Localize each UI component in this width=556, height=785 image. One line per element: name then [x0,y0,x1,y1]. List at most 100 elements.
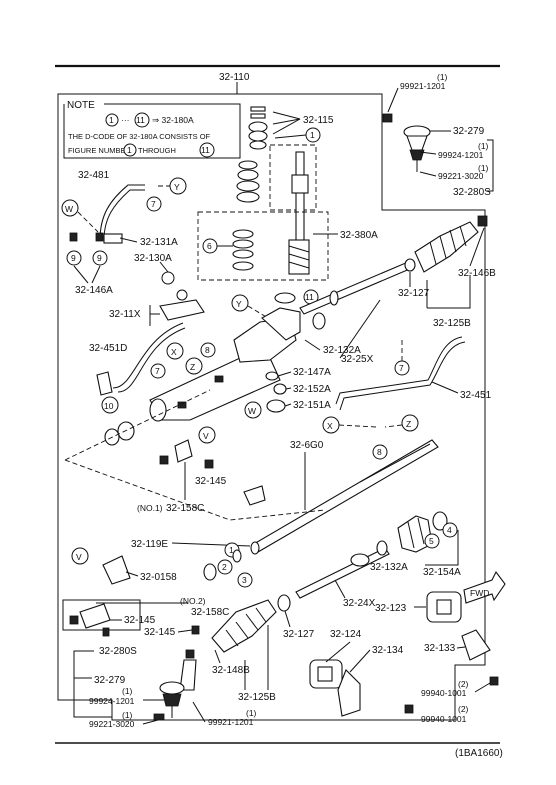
diagram-code: (1BA1660) [455,748,503,759]
fwd-arrow: FWD [463,570,506,604]
part-number-label: ⇒ 32-180A [152,115,194,125]
part-number-label: 32-146A [75,285,113,296]
part-number-label: 32-124 [330,629,362,640]
part-number-label: 32-119E [131,539,168,550]
part-number-label: 32-158C [166,503,204,514]
part-number-label: 99940-1001 [421,688,467,698]
callout-circle [442,522,458,538]
callout-label: 11 [305,292,314,302]
part-number-label: 32-130A [134,253,172,264]
callout-label: 4 [447,525,452,535]
part-number-label: 99221-3020 [89,719,135,729]
callout-label: 7 [399,363,404,373]
bushing-left [309,659,361,717]
callout-label: W [248,406,256,416]
callout-label: 1 [310,130,315,140]
part-number-label: 32-125B [433,318,471,329]
callout-circle [199,142,215,158]
callout-circle [123,143,137,157]
callout-label: 5 [429,536,434,546]
inner-tie-rod [295,540,390,599]
callout-label: V [76,552,82,562]
callout-circle [71,547,89,565]
assembly-outline [57,93,486,721]
part-number-label: (1) [122,710,133,720]
callout-circle [105,113,119,127]
callout-label: 2 [222,562,227,572]
part-number-label: 32-133 [424,643,456,654]
callout-circle [200,342,216,358]
callout-label: 7 [155,366,160,376]
callout-circle [217,559,233,575]
note-title: NOTE [67,100,95,111]
part-number-label: 32-145 [144,627,176,638]
tie-rod-end-bottom [153,649,197,721]
callout-label: X [171,347,177,357]
part-number-label: 99921-1201 [208,717,254,727]
callout-circle [198,426,216,444]
part-number-label: ··· [121,115,130,125]
part-number-label: 1 [127,145,132,155]
pinion-shaft [288,151,310,275]
part-number-label: 32-132A [323,345,361,356]
callout-label: 10 [104,401,114,411]
callout-circle [161,271,175,285]
rack-bar [250,439,439,555]
callout-label: Y [174,182,180,192]
boot-top [404,215,488,273]
callout-label: Y [236,299,242,309]
part-number-label: 32-280S [99,646,137,657]
part-number-label: (NO.2) [180,596,206,606]
part-number-label: 32-145 [195,476,227,487]
callout-label: 7 [151,199,156,209]
part-number-label: FWD [470,588,489,598]
mount-bracket-top [159,439,214,469]
part-number-label: 32-127 [283,629,315,640]
seal-rings [232,229,254,271]
callout-circle [66,250,82,266]
callout-circle [166,342,184,360]
part-number-label: 32-280S [453,187,491,198]
callout-circle [61,199,79,217]
callout-circle [185,357,203,375]
part-number-label: 32-134 [372,645,404,656]
callout-circle [244,401,262,419]
part-number-label: (2) [458,679,469,689]
pinion-seal-stack [236,106,268,203]
callout-label: W [65,204,73,214]
part-number-label: 32-481 [78,170,110,181]
part-number-label: 32-132A [370,562,408,573]
callout-circle [146,196,162,212]
part-number-label: 99924-1201 [89,696,135,706]
boot-bottom [211,594,291,653]
part-number-label: 32-6G0 [290,440,324,451]
part-number-label: 32-125B [238,692,276,703]
part-number-label: 11 [201,145,210,155]
label-32-110: 32-110 [219,72,250,83]
callout-label: Z [190,362,195,372]
gear-housing [149,307,301,422]
callout-label: 1 [229,545,234,555]
callout-label: 8 [377,447,382,457]
note-box: NOTE 1 ··· 11 ⇒ 32-180A THE D-CODE OF 32… [63,100,241,159]
part-number-label: THE D-CODE OF 32-180A CONSISTS OF [68,132,211,141]
callout-circle [372,444,388,460]
mount-bracket-bottom [69,603,111,637]
part-number-label: (1) [246,708,257,718]
callout-circle [176,289,188,301]
part-number-label: 32-24X [343,598,376,609]
part-number-label: 99940-1001 [421,714,467,724]
part-number-label: FIGURE NUMBERS [68,146,136,155]
part-number-label: THROUGH [138,146,176,155]
callout-circle [134,112,150,128]
callout-circle [231,294,249,312]
part-number-label: 32-380A [340,230,378,241]
part-number-label: 32-0158 [140,572,177,583]
part-number-label: (1) [437,72,448,82]
label-32-115: 32-115 [303,115,334,126]
callout-label: 6 [207,241,212,251]
callout-label: 9 [71,253,76,263]
part-number-label: 32-145 [124,615,156,626]
part-number-label: 1 [109,115,114,125]
